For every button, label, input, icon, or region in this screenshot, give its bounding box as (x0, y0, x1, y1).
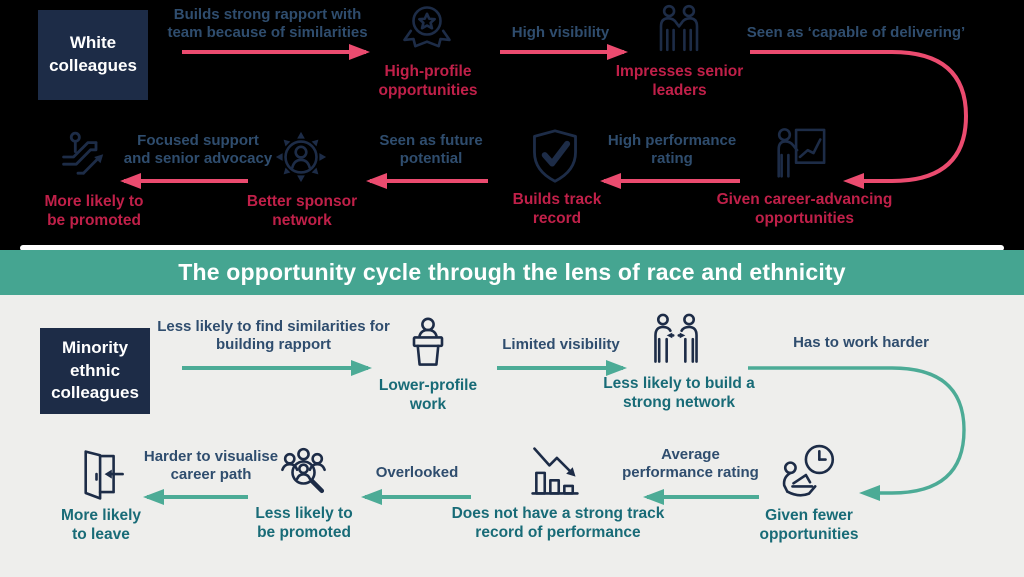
sponsor-network-node-label: Better sponsor network (246, 193, 358, 230)
declining-chart-icon (527, 443, 583, 499)
arrow-line (647, 495, 759, 499)
fewer-opportunities-node-label: Given fewer opportunities (759, 507, 859, 544)
arrow-line (604, 179, 740, 183)
white-colleagues-box: White colleagues (38, 10, 148, 100)
less-promoted-node-label: Less likely to be promoted (255, 505, 353, 542)
potential-arrow-label: Seen as future potential (379, 132, 483, 168)
performance-arrow-label-bottom: Average performance rating (622, 446, 759, 482)
arrow-head (606, 360, 627, 376)
arrow-line (497, 366, 623, 370)
more-likely-leave-node-label: More likely to leave (60, 507, 142, 544)
banner: The opportunity cycle through the lens o… (0, 250, 1024, 295)
arrow-line (182, 366, 368, 370)
arrow-visibility-bottom (495, 360, 627, 376)
exit-door-icon (74, 447, 128, 503)
sponsor-network-icon (275, 131, 327, 183)
arrow-head (349, 44, 370, 60)
arrow-head (607, 44, 628, 60)
arrow-line (370, 179, 488, 183)
arrow-line (147, 495, 248, 499)
arrow-head (366, 173, 387, 189)
arrow-career-path (143, 489, 250, 505)
arrow-rapport-bottom (180, 360, 372, 376)
escalator-up-icon (60, 130, 104, 184)
presentation-board-icon (770, 126, 828, 184)
rapport-arrow-label: Builds strong rapport with team because … (167, 6, 368, 42)
white-colleagues-label: White colleagues (49, 33, 137, 75)
career-path-arrow-label: Harder to visualise career path (143, 448, 279, 484)
banner-title: The opportunity cycle through the lens o… (178, 259, 846, 285)
arrow-performance-bottom (643, 489, 761, 505)
visibility-arrow-label: High visibility (511, 24, 610, 41)
arrow-head (120, 173, 141, 189)
arrow-visibility (498, 44, 628, 60)
track-record-node-label: Builds track record (512, 191, 602, 228)
bottom-section-background (0, 295, 1024, 577)
arrow-head (351, 360, 372, 376)
arrow-head (643, 489, 664, 505)
people-search-icon (276, 445, 331, 500)
strong-network-node-label: Less likely to build a strong network (603, 375, 755, 412)
arrow-head (600, 173, 621, 189)
arrow-line (182, 50, 366, 54)
arrow-line (124, 179, 248, 183)
harder-arrow-label: Has to work harder (793, 334, 929, 351)
arrow-rapport (180, 44, 370, 60)
performance-arrow-label: High performance rating (607, 132, 737, 168)
visibility-arrow-label-bottom: Limited visibility (502, 336, 620, 353)
lower-profile-node-label: Lower-profile work (378, 377, 478, 414)
card-top-edge (20, 245, 1004, 251)
rapport-arrow-label-bottom: Less likely to find similarities for bui… (157, 318, 390, 354)
arrow-head (859, 485, 880, 501)
arrow-capable-curve (750, 50, 969, 189)
arrow-line (365, 495, 471, 499)
people-exchange-icon (648, 313, 704, 369)
award-badge-icon (400, 3, 454, 57)
arrow-head (361, 489, 382, 505)
arrow-line (500, 50, 624, 54)
minority-colleagues-label: Minority ethnic colleagues (51, 337, 139, 403)
lectern-icon (400, 315, 456, 373)
arrow-overlooked (361, 489, 473, 505)
arrow-performance (600, 173, 742, 189)
capable-arrow-label: Seen as ‘capable of delivering’ (746, 24, 966, 41)
arrow-harder-curve (748, 366, 966, 501)
shield-check-icon (527, 127, 583, 185)
person-laptop-clock-icon (778, 443, 840, 505)
support-arrow-label: Focused support and senior advocacy (123, 132, 273, 168)
minority-colleagues-box: Minority ethnic colleagues (40, 328, 150, 414)
promoted-node-label: More likely to be promoted (44, 193, 144, 230)
impresses-node-label: Impresses senior leaders (615, 63, 744, 100)
overlooked-arrow-label: Overlooked (375, 464, 459, 481)
arrow-head (143, 489, 164, 505)
high-profile-node-label: High-profile opportunities (378, 63, 478, 100)
career-advancing-node-label: Given career-advancing opportunities (716, 191, 893, 228)
handshake-people-icon (652, 3, 706, 57)
arrow-support (120, 173, 250, 189)
no-track-record-node-label: Does not have a strong track record of p… (451, 505, 665, 542)
arrow-head (843, 173, 864, 189)
arrow-potential (366, 173, 490, 189)
